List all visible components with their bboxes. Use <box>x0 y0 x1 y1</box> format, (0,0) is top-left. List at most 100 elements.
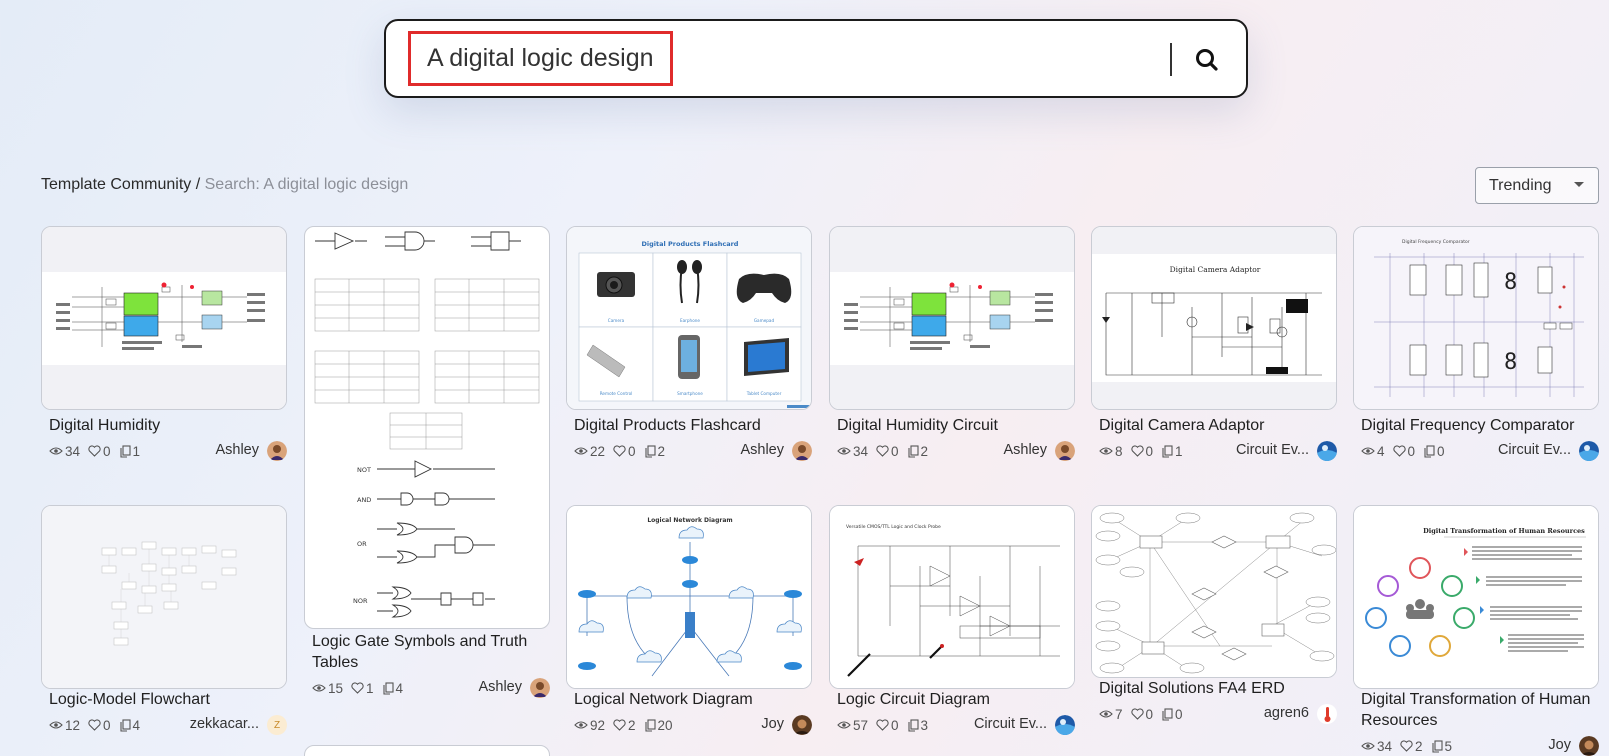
author-name[interactable]: Ashley <box>740 442 784 458</box>
card-thumbnail[interactable]: Logical Network Diagram <box>566 505 812 689</box>
eye-icon <box>837 447 851 455</box>
card-meta: 22 0 2 Ashley <box>574 441 812 461</box>
author-avatar[interactable] <box>1055 441 1075 461</box>
card-title[interactable]: Digital Humidity <box>49 417 161 434</box>
card-thumbnail[interactable]: Versatile CMOS/TTL Logic and Clock Probe <box>829 505 1075 689</box>
author-avatar[interactable] <box>1579 736 1599 756</box>
like-count[interactable]: 2 <box>1400 739 1423 754</box>
copy-count: 4 <box>119 718 140 733</box>
copy-count: 2 <box>907 444 928 459</box>
frequency-comparator-thumbnail: Digital Frequency Comparator 8 8 <box>1354 227 1598 409</box>
author-avatar[interactable] <box>1317 704 1337 724</box>
like-count[interactable]: 0 <box>876 718 899 733</box>
copy-icon <box>1424 444 1435 458</box>
like-count[interactable]: 0 <box>613 444 636 459</box>
logic-gates-thumbnail: NOT AND OR NOR <box>314 231 540 618</box>
card-thumbnail[interactable] <box>41 505 287 689</box>
author-avatar[interactable] <box>792 715 812 735</box>
svg-text:Earphone: Earphone <box>680 318 700 323</box>
sort-dropdown[interactable]: Trending <box>1475 167 1599 204</box>
copy-icon <box>644 444 656 458</box>
author-avatar[interactable] <box>1317 441 1337 461</box>
like-count[interactable]: 0 <box>1130 444 1153 459</box>
copy-count: 1 <box>1161 444 1183 459</box>
eye-icon <box>574 721 588 729</box>
copy-count: 1 <box>119 444 140 459</box>
copy-icon <box>1431 739 1443 753</box>
author-name[interactable]: Joy <box>761 716 784 732</box>
card-meta: 15 1 4 Ashley <box>312 678 550 698</box>
card-title[interactable]: Digital Transformation of Human Resource… <box>1361 691 1591 729</box>
heart-icon <box>613 719 626 731</box>
heart-icon <box>613 445 626 457</box>
copy-count: 2 <box>644 444 665 459</box>
card-title[interactable]: Logic-Model Flowchart <box>49 691 210 708</box>
card-thumbnail[interactable]: Digital Frequency Comparator 8 8 <box>1353 226 1599 410</box>
view-count: 92 <box>574 718 605 733</box>
card-title[interactable]: Logic Circuit Diagram <box>837 691 990 708</box>
gate-label: NOT <box>357 466 371 474</box>
author-name[interactable]: agren6 <box>1263 705 1309 721</box>
card-title[interactable]: Digital Products Flashcard <box>574 417 761 434</box>
like-count[interactable]: 1 <box>351 681 374 696</box>
like-count[interactable]: 0 <box>1130 707 1153 722</box>
card-meta: 34 0 2 Ashley <box>837 441 1075 461</box>
card-title[interactable]: Digital Solutions FA4 ERD <box>1099 680 1285 697</box>
author-name[interactable]: Circuit Ev... <box>1497 442 1571 458</box>
svg-text:Remote Control: Remote Control <box>600 391 633 396</box>
card-title[interactable]: Digital Humidity Circuit <box>837 417 998 434</box>
author-name[interactable]: Joy <box>1548 737 1571 753</box>
flowchart-thumbnail <box>42 506 286 688</box>
like-count[interactable]: 2 <box>613 718 636 733</box>
card-title[interactable]: Logical Network Diagram <box>574 691 753 708</box>
heart-icon <box>88 445 101 457</box>
author-avatar[interactable] <box>792 441 812 461</box>
card-title[interactable]: Digital Frequency Comparator <box>1361 417 1575 434</box>
card-meta: 34 2 5 Joy <box>1361 736 1599 756</box>
author-name[interactable]: Ashley <box>215 442 259 458</box>
card-thumbnail[interactable] <box>41 226 287 410</box>
circuit-thumbnail <box>830 227 1074 409</box>
gate-label: OR <box>357 540 367 548</box>
card-title[interactable]: Logic Gate Symbols and Truth Tables <box>312 633 528 671</box>
copy-count: 0 <box>1161 707 1183 722</box>
card-thumbnail[interactable]: Digital Products Flashcard Camera Earpho… <box>566 226 812 410</box>
author-avatar[interactable] <box>1579 441 1599 461</box>
card-thumbnail[interactable]: Digital Transformation of Human Resource… <box>1353 505 1599 689</box>
breadcrumb-root[interactable]: Template Community <box>41 176 192 193</box>
author-name[interactable]: Ashley <box>1003 442 1047 458</box>
sort-selected: Trending <box>1489 176 1552 194</box>
card-title[interactable]: Digital Camera Adaptor <box>1099 417 1265 434</box>
card-thumbnail[interactable] <box>829 226 1075 410</box>
card-thumbnail[interactable]: Digital Camera Adaptor <box>1091 226 1337 410</box>
card-thumbnail[interactable] <box>1091 505 1337 678</box>
breadcrumb-separator: / <box>191 176 205 193</box>
copy-icon <box>382 681 394 695</box>
search-button[interactable] <box>1192 45 1222 75</box>
author-avatar[interactable] <box>267 441 287 461</box>
author-avatar[interactable]: Z <box>267 715 287 735</box>
card-thumbnail[interactable] <box>304 745 550 756</box>
eye-icon <box>49 447 63 455</box>
view-count: 12 <box>49 718 80 733</box>
network-diagram-thumbnail: Logical Network Diagram <box>567 506 811 688</box>
hr-transformation-thumbnail: Digital Transformation of Human Resource… <box>1354 506 1598 688</box>
card-meta: 92 2 20 Joy <box>574 715 812 735</box>
like-count[interactable]: 0 <box>88 718 111 733</box>
author-name[interactable]: Circuit Ev... <box>973 716 1047 732</box>
author-name[interactable]: Ashley <box>478 679 522 695</box>
like-count[interactable]: 0 <box>1392 444 1415 459</box>
gate-label: NOR <box>353 597 368 605</box>
card-thumbnail[interactable]: NOT AND OR NOR <box>304 226 550 629</box>
like-count[interactable]: 0 <box>876 444 899 459</box>
like-count[interactable]: 0 <box>88 444 111 459</box>
author-avatar[interactable] <box>1055 715 1075 735</box>
search-divider <box>1170 43 1172 76</box>
author-avatar[interactable] <box>530 678 550 698</box>
author-name[interactable]: Circuit Ev... <box>1235 442 1309 458</box>
svg-text:Smartphone: Smartphone <box>677 391 703 396</box>
view-count: 22 <box>574 444 605 459</box>
search-input[interactable]: A digital logic design <box>408 31 673 86</box>
author-name[interactable]: zekkacar... <box>189 716 259 732</box>
card-meta: 34 0 1 Ashley <box>49 441 287 461</box>
